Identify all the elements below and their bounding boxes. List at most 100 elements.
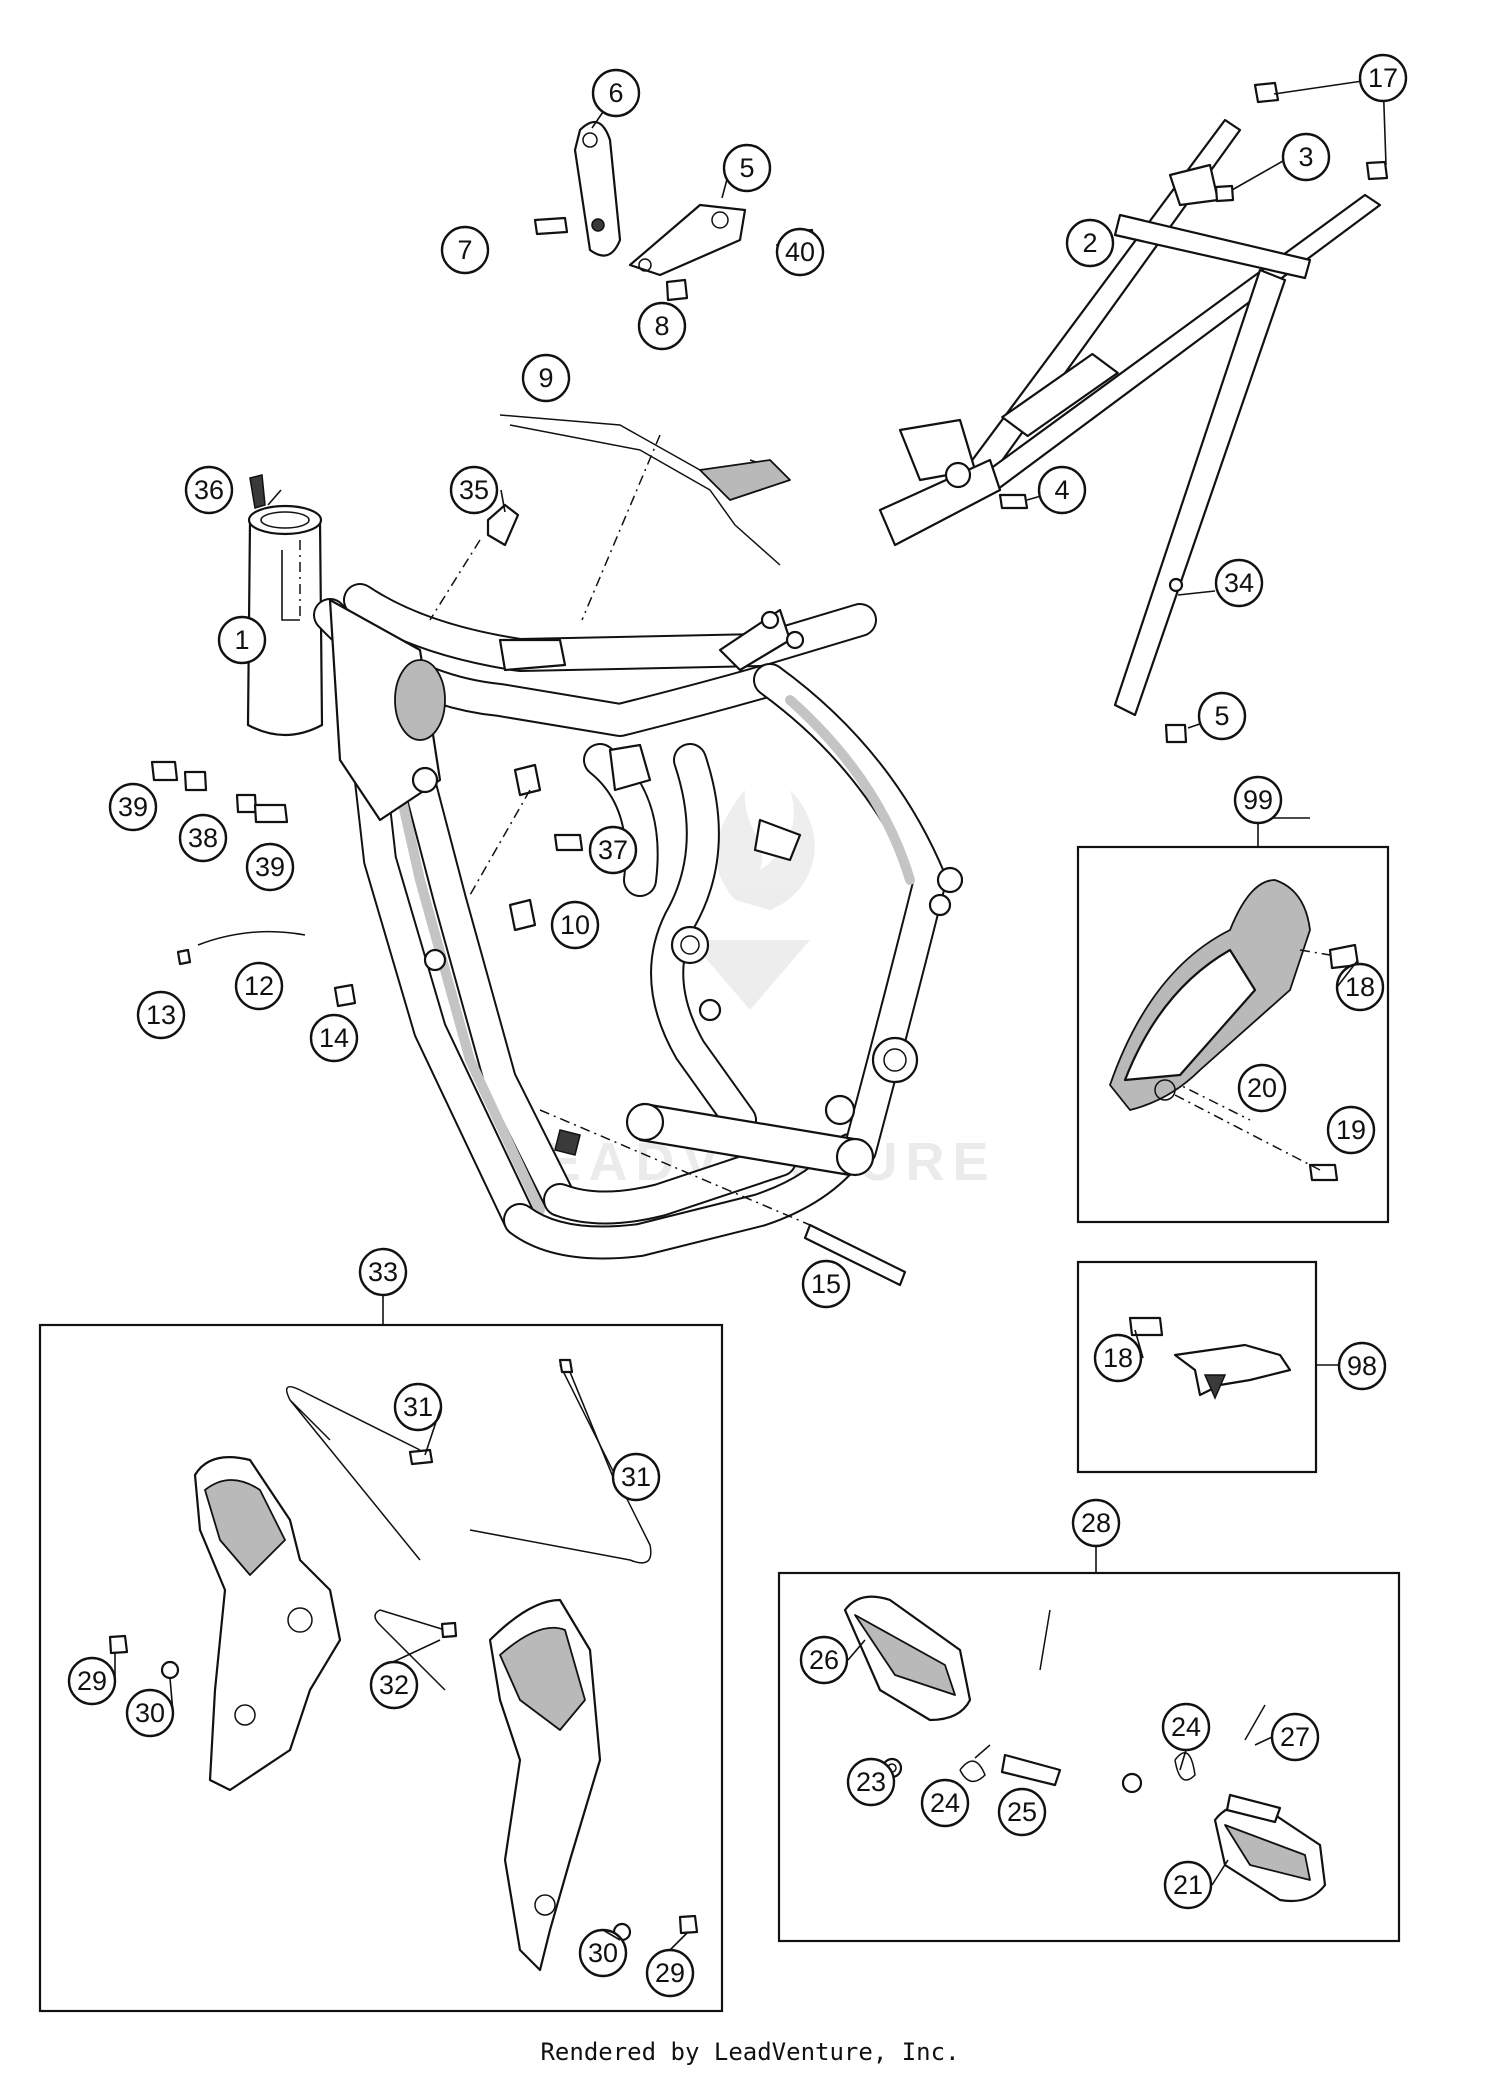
callout-label: 12	[244, 971, 274, 1001]
callout-label: 18	[1103, 1343, 1133, 1373]
callout-label: 30	[588, 1938, 618, 1968]
callout-33: 33	[358, 1247, 408, 1297]
callout-label: 31	[621, 1462, 651, 1492]
callout-18b: 18	[1093, 1333, 1143, 1383]
callout-label: 21	[1173, 1870, 1203, 1900]
callout-20: 20	[1237, 1063, 1287, 1113]
callout-label: 39	[118, 792, 148, 822]
callout-label: 30	[135, 1698, 165, 1728]
group-98-box	[1076, 1260, 1318, 1474]
callout-label: 26	[809, 1645, 839, 1675]
callout-12: 12	[234, 961, 284, 1011]
callout-label: 1	[234, 625, 249, 655]
callout-label: 15	[811, 1269, 841, 1299]
callout-label: 31	[403, 1392, 433, 1422]
footer-credit: Rendered by LeadVenture, Inc.	[540, 2038, 960, 2066]
callout-19: 19	[1326, 1105, 1376, 1155]
callout-label: 40	[785, 237, 815, 267]
callout-39b: 39	[245, 842, 295, 892]
callout-label: 29	[77, 1666, 107, 1696]
callout-label: 9	[538, 363, 553, 393]
callout-27: 27	[1270, 1712, 1320, 1762]
callout-26: 24	[1161, 1702, 1211, 1752]
group-33-frame-protectors	[38, 1296, 724, 2013]
callout-30: 30	[125, 1688, 175, 1738]
callout-23: 23	[846, 1757, 896, 1807]
callout-30b: 30	[578, 1928, 628, 1978]
group-28-footrests	[777, 1547, 1401, 1943]
callout-28: 28	[1071, 1498, 1121, 1548]
callout-label: 34	[1224, 568, 1254, 598]
callout-98: 98	[1337, 1341, 1387, 1391]
callout-29: 29	[67, 1656, 117, 1706]
callout-label: 27	[1280, 1722, 1310, 1752]
callout-22: 26	[799, 1635, 849, 1685]
callout-label: 4	[1054, 475, 1069, 505]
callout-label: 19	[1336, 1115, 1366, 1145]
callout-label: 13	[146, 1000, 176, 1030]
callout-99: 99	[1233, 775, 1283, 825]
small-parts-left	[150, 760, 907, 1287]
callout-9: 9	[521, 353, 571, 403]
callout-label: 32	[379, 1670, 409, 1700]
callout-label: 99	[1243, 785, 1273, 815]
callout-3: 3	[1281, 132, 1331, 182]
callout-38: 38	[178, 813, 228, 863]
callout-25: 25	[997, 1787, 1047, 1837]
callout-40: 40	[775, 227, 825, 277]
callout-15: 15	[801, 1259, 851, 1309]
callout-13: 13	[136, 990, 186, 1040]
callout-label: 98	[1347, 1351, 1377, 1381]
callout-label: 14	[319, 1023, 349, 1053]
callout-label: 7	[457, 235, 472, 265]
group-99-chain-guide	[1076, 823, 1390, 1224]
callout-label: 20	[1247, 1073, 1277, 1103]
callout-8: 7	[440, 225, 490, 275]
cable-9	[499, 414, 791, 566]
callout-label: 39	[255, 852, 285, 882]
callout-24: 24	[920, 1778, 970, 1828]
callout-label: 18	[1345, 972, 1375, 1002]
callout-4: 4	[1037, 465, 1087, 515]
callout-17: 17	[1358, 53, 1408, 103]
steering-head-tube	[246, 518, 324, 736]
callout-35: 35	[449, 465, 499, 515]
callout-label: 28	[1081, 1508, 1111, 1538]
callout-label: 2	[1082, 228, 1097, 258]
callout-5: 5	[1197, 691, 1247, 741]
callout-label: 23	[856, 1767, 886, 1797]
callout-label: 6	[608, 78, 623, 108]
callout-label: 8	[654, 311, 669, 341]
callout-32: 32	[369, 1660, 419, 1710]
callout-31b: 31	[611, 1452, 661, 1502]
callout-label: 17	[1368, 63, 1398, 93]
bracket-6	[628, 203, 747, 277]
group-99-box	[1076, 845, 1390, 1224]
callout-label: 33	[368, 1257, 398, 1287]
callout-label: 24	[930, 1788, 960, 1818]
callout-label: 37	[598, 835, 628, 865]
callout-label: 29	[655, 1958, 685, 1988]
callout-1: 1	[217, 615, 267, 665]
callout-10: 10	[550, 900, 600, 950]
callout-18: 18	[1335, 962, 1385, 1012]
callout-2: 2	[1065, 218, 1115, 268]
callout-label: 5	[1214, 701, 1229, 731]
callout-7: 6	[591, 68, 641, 118]
group-33-box	[38, 1323, 724, 2013]
main-frame	[246, 504, 964, 1260]
callout-21: 21	[1163, 1860, 1213, 1910]
callout-label: 3	[1298, 142, 1313, 172]
callout-37: 37	[588, 825, 638, 875]
callout-14: 14	[309, 1013, 359, 1063]
callout-label: 36	[194, 475, 224, 505]
group-98-chain-guide	[1076, 1260, 1338, 1474]
callout-6: 5	[722, 143, 772, 193]
leader-lines-boxes	[114, 959, 1359, 1951]
callout-label: 25	[1007, 1797, 1037, 1827]
callout-31: 31	[393, 1382, 443, 1432]
callout-label: 10	[560, 910, 590, 940]
group-28-box	[777, 1571, 1401, 1943]
